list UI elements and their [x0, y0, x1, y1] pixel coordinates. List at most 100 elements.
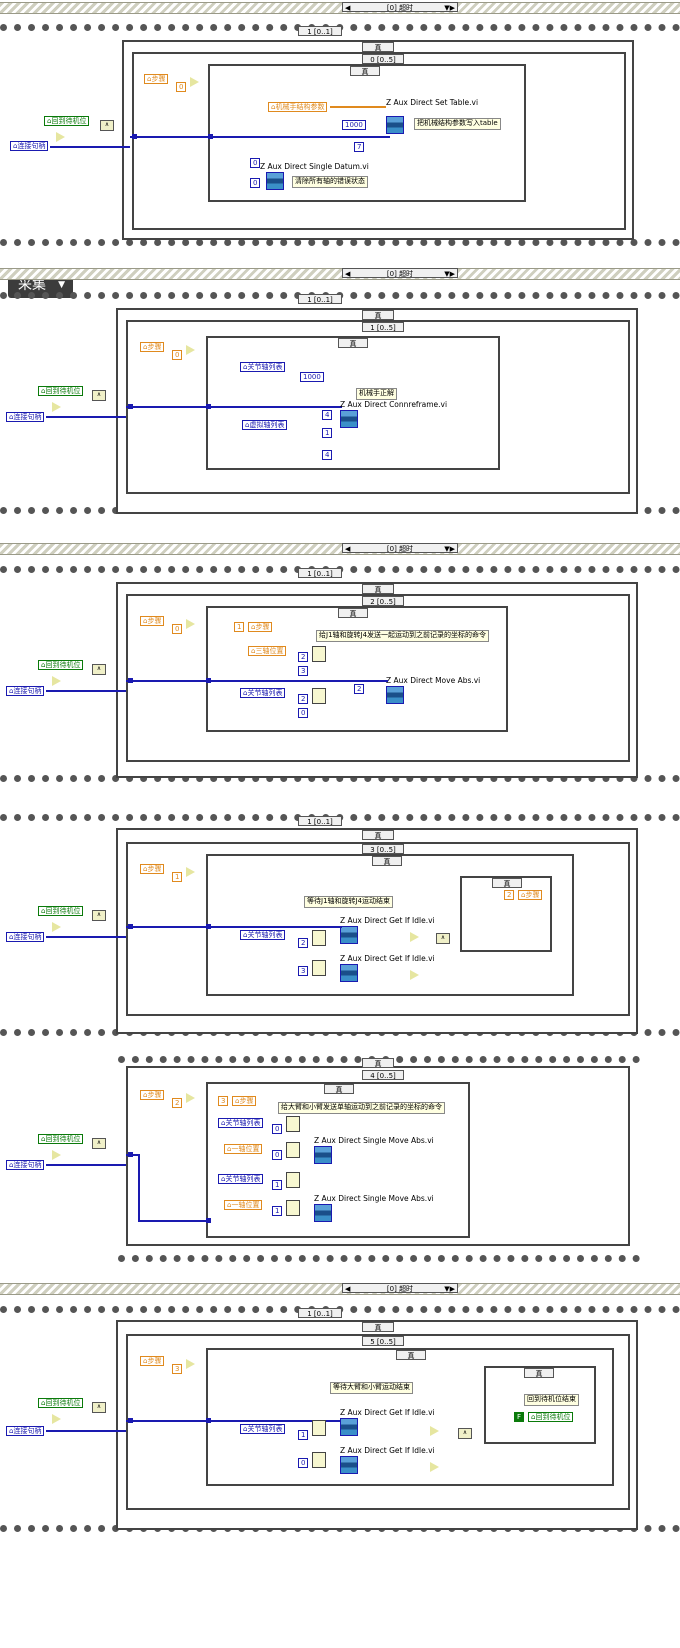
joint-axis-list-local-variable[interactable]: ⌂关节轴列表	[240, 688, 286, 698]
compare-constant[interactable]: 0	[176, 82, 187, 92]
step-local-variable[interactable]: ⌂步骤	[140, 616, 165, 626]
false-constant[interactable]: F	[514, 1412, 525, 1422]
sequence-selector[interactable]: ◀ [0] 超时 ▼▶	[342, 2, 458, 12]
step-local-variable[interactable]: ⌂步骤	[140, 1090, 165, 1100]
virtual-axis-list-local-variable[interactable]: ⌂虚拟轴列表	[242, 420, 288, 430]
sequence-selector[interactable]: ◀ [0] 超时 ▼▶	[342, 543, 458, 553]
compare-constant[interactable]: 2	[172, 1098, 183, 1108]
case-selector-step[interactable]: 5 [0..5]	[362, 1336, 404, 1346]
index-constant[interactable]: 1	[272, 1206, 283, 1216]
increment-arrow-icon[interactable]: ▼▶	[444, 545, 455, 553]
connreframe-constant[interactable]: 1000	[300, 372, 324, 382]
standby-write-local-variable[interactable]: ⌂回到待机位	[528, 1412, 574, 1422]
case-selector-outer[interactable]: 1 [0..1]	[298, 1308, 342, 1318]
compare-constant[interactable]: 0	[172, 624, 183, 634]
case-selector-outer[interactable]: 1 [0..1]	[298, 26, 342, 36]
joint-axis-list-local-variable[interactable]: ⌂关节轴列表	[240, 930, 286, 940]
step-set-constant[interactable]: 2	[504, 890, 515, 900]
case-selector-step[interactable]: 3 [0..5]	[362, 844, 404, 854]
step-write-local-variable[interactable]: ⌂步骤	[518, 890, 543, 900]
case-selector-compare[interactable]: 真	[324, 1084, 354, 1094]
index-constant[interactable]: 2	[298, 694, 309, 704]
case-selector-idle[interactable]: 真	[524, 1368, 554, 1378]
index-constant[interactable]: 3	[298, 966, 309, 976]
standby-local-variable[interactable]: ⌂回到待机位	[38, 660, 84, 670]
step-set-constant[interactable]: 1	[234, 622, 245, 632]
compare-constant[interactable]: 3	[172, 1364, 183, 1374]
joint-axis-list-local-variable[interactable]: ⌂关节轴列表	[218, 1118, 264, 1128]
index-constant[interactable]: 1	[298, 1430, 309, 1440]
move-abs-vi-icon[interactable]	[386, 686, 404, 704]
table-constant[interactable]: 1000	[342, 120, 366, 130]
case-selector-idle[interactable]: 真	[492, 878, 522, 888]
case-selector-step[interactable]: 4 [0..5]	[362, 1070, 404, 1080]
case-selector-true[interactable]: 真	[362, 830, 394, 840]
case-selector-true[interactable]: 真	[362, 1322, 394, 1332]
case-selector-outer[interactable]: 1 [0..1]	[298, 294, 342, 304]
joint-axis-list-local-variable[interactable]: ⌂关节轴列表	[240, 1424, 286, 1434]
connect-handle-local-variable[interactable]: ⌂连接句柄	[6, 412, 45, 422]
index-constant[interactable]: 2	[298, 652, 309, 662]
step-local-variable[interactable]: ⌂步骤	[140, 864, 165, 874]
step-local-variable[interactable]: ⌂步骤	[140, 342, 165, 352]
step-local-variable[interactable]: ⌂步骤	[140, 1356, 165, 1366]
case-selector-compare[interactable]: 真	[396, 1350, 426, 1360]
case-selector-compare[interactable]: 真	[338, 608, 368, 618]
connect-handle-local-variable[interactable]: ⌂连接句柄	[6, 1426, 45, 1436]
datum-constant[interactable]: 0	[250, 158, 261, 168]
joint-axis-list-local-variable[interactable]: ⌂关节轴列表	[218, 1174, 264, 1184]
decrement-arrow-icon[interactable]: ◀	[345, 545, 351, 553]
get-if-idle-vi-icon[interactable]	[340, 926, 358, 944]
connect-handle-local-variable[interactable]: ⌂连接句柄	[6, 932, 45, 942]
step-set-constant[interactable]: 3	[218, 1096, 229, 1106]
index-constant[interactable]: 0	[298, 1458, 309, 1468]
index-constant[interactable]: 0	[298, 708, 309, 718]
table-constant[interactable]: 7	[354, 142, 365, 152]
connreframe-constant[interactable]: 4	[322, 410, 333, 420]
joint-axis-list-local-variable[interactable]: ⌂关节轴列表	[240, 362, 286, 372]
mech-params-local-variable[interactable]: ⌂机械手结构参数	[268, 102, 328, 112]
connect-handle-local-variable[interactable]: ⌂连接句柄	[6, 1160, 45, 1170]
standby-local-variable[interactable]: ⌂回到待机位	[38, 1134, 84, 1144]
datum-constant[interactable]: 0	[250, 178, 261, 188]
single-datum-vi-icon[interactable]	[266, 172, 284, 190]
set-table-vi-icon[interactable]	[386, 116, 404, 134]
sequence-selector[interactable]: ◀ [0] 超时 ▼▶	[342, 268, 458, 278]
connect-handle-local-variable[interactable]: ⌂连接句柄	[10, 141, 49, 151]
standby-local-variable[interactable]: ⌂回到待机位	[38, 906, 84, 916]
increment-arrow-icon[interactable]: ▼▶	[444, 1285, 455, 1293]
index-constant[interactable]: 3	[298, 666, 309, 676]
compare-constant[interactable]: 1	[172, 872, 183, 882]
decrement-arrow-icon[interactable]: ◀	[345, 1285, 351, 1293]
increment-arrow-icon[interactable]: ▼▶	[444, 270, 455, 278]
case-selector-compare[interactable]: 真	[350, 66, 380, 76]
case-selector-outer[interactable]: 1 [0..1]	[298, 816, 342, 826]
case-selector-step[interactable]: 2 [0..5]	[362, 596, 404, 606]
decrement-arrow-icon[interactable]: ◀	[345, 4, 351, 12]
compare-constant[interactable]: 0	[172, 350, 183, 360]
case-selector-step[interactable]: 0 [0..5]	[362, 54, 404, 64]
standby-local-variable[interactable]: ⌂回到待机位	[38, 386, 84, 396]
get-if-idle-vi-icon[interactable]	[340, 1456, 358, 1474]
index-constant[interactable]: 1	[272, 1180, 283, 1190]
three-axis-pos-local-variable[interactable]: ⌂三轴位置	[248, 646, 287, 656]
case-selector-outer[interactable]: 1 [0..1]	[298, 568, 342, 578]
one-axis-pos-local-variable[interactable]: ⌂一轴位置	[224, 1200, 263, 1210]
step-local-variable[interactable]: ⌂步骤	[144, 74, 169, 84]
one-axis-pos-local-variable[interactable]: ⌂一轴位置	[224, 1144, 263, 1154]
case-selector-true[interactable]: 真	[362, 1058, 394, 1068]
standby-local-variable[interactable]: ⌂回到待机位	[38, 1398, 84, 1408]
index-constant[interactable]: 2	[298, 938, 309, 948]
decrement-arrow-icon[interactable]: ◀	[345, 270, 351, 278]
index-constant[interactable]: 0	[272, 1124, 283, 1134]
case-selector-true[interactable]: 真	[362, 310, 394, 320]
standby-local-variable[interactable]: ⌂回到待机位	[44, 116, 90, 126]
index-constant[interactable]: 0	[272, 1150, 283, 1160]
case-selector-true[interactable]: 真	[362, 42, 394, 52]
get-if-idle-vi-icon[interactable]	[340, 1418, 358, 1436]
case-selector-compare[interactable]: 真	[338, 338, 368, 348]
case-selector-true[interactable]: 真	[362, 584, 394, 594]
get-if-idle-vi-icon[interactable]	[340, 964, 358, 982]
connreframe-constant[interactable]: 4	[322, 450, 333, 460]
